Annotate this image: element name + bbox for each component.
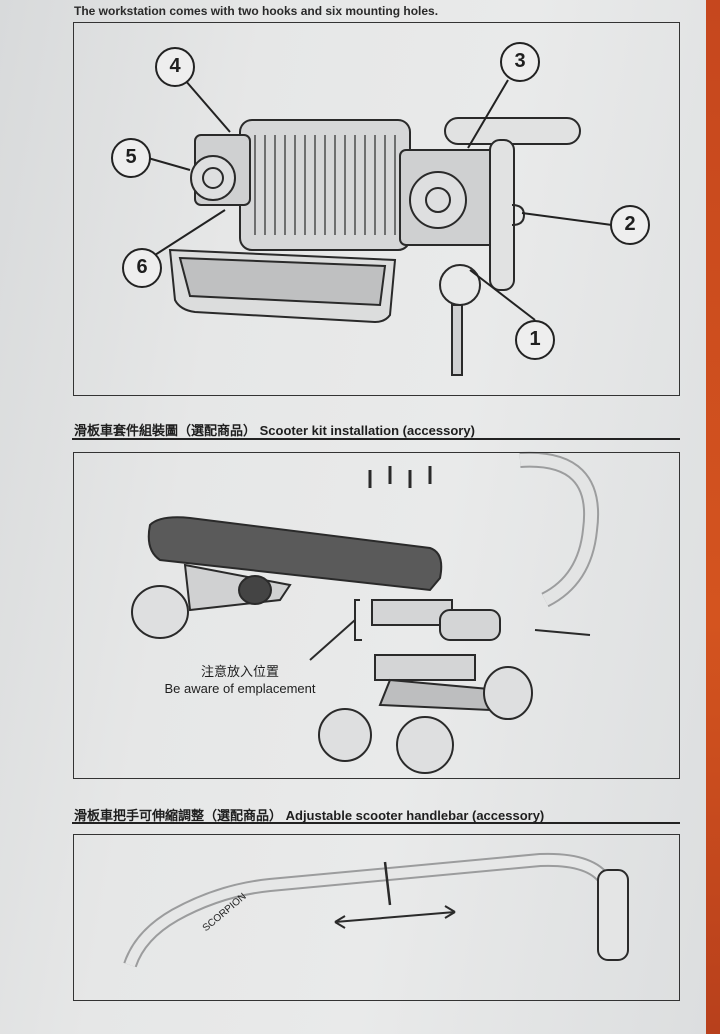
case-lid-ribs (254, 135, 396, 235)
callout-2-label: 2 (624, 213, 636, 235)
handlebar-title: 滑板車把手可伸縮調整（選配商品） Adjustable scooter hand… (74, 808, 545, 823)
scooter-kit-illustration (131, 451, 600, 774)
callout-6-label: 6 (136, 256, 148, 278)
section-divider (72, 438, 680, 440)
callout-markers (111, 42, 650, 360)
callout-3-label: 3 (514, 50, 526, 72)
callout-5-label: 5 (125, 146, 137, 168)
handlebar-panel (73, 834, 680, 1001)
handlebar-illustration (123, 852, 629, 968)
section-divider (72, 822, 680, 824)
workstation-case-illustration (168, 117, 581, 376)
emplacement-note-cn: 注意放入位置 (200, 664, 279, 679)
scooter-kit-title: 滑板車套件組裝圖（選配商品） Scooter kit installation … (74, 423, 475, 438)
callout-4-circle (155, 47, 195, 87)
header-note: The workstation comes with two hooks and… (74, 4, 439, 18)
callout-6-circle (122, 248, 162, 288)
workstation-diagram-panel (73, 22, 680, 396)
callout-2-circle (610, 205, 650, 245)
callout-3-circle (500, 42, 540, 82)
callout-1-label: 1 (529, 328, 541, 350)
background-edge (706, 0, 720, 1034)
scooter-kit-panel (73, 452, 680, 779)
callout-5-circle (111, 138, 151, 178)
emplacement-note-en: Be aware of emplacement (164, 681, 316, 696)
callout-4-label: 4 (169, 55, 181, 77)
callout-1-circle (515, 320, 555, 360)
